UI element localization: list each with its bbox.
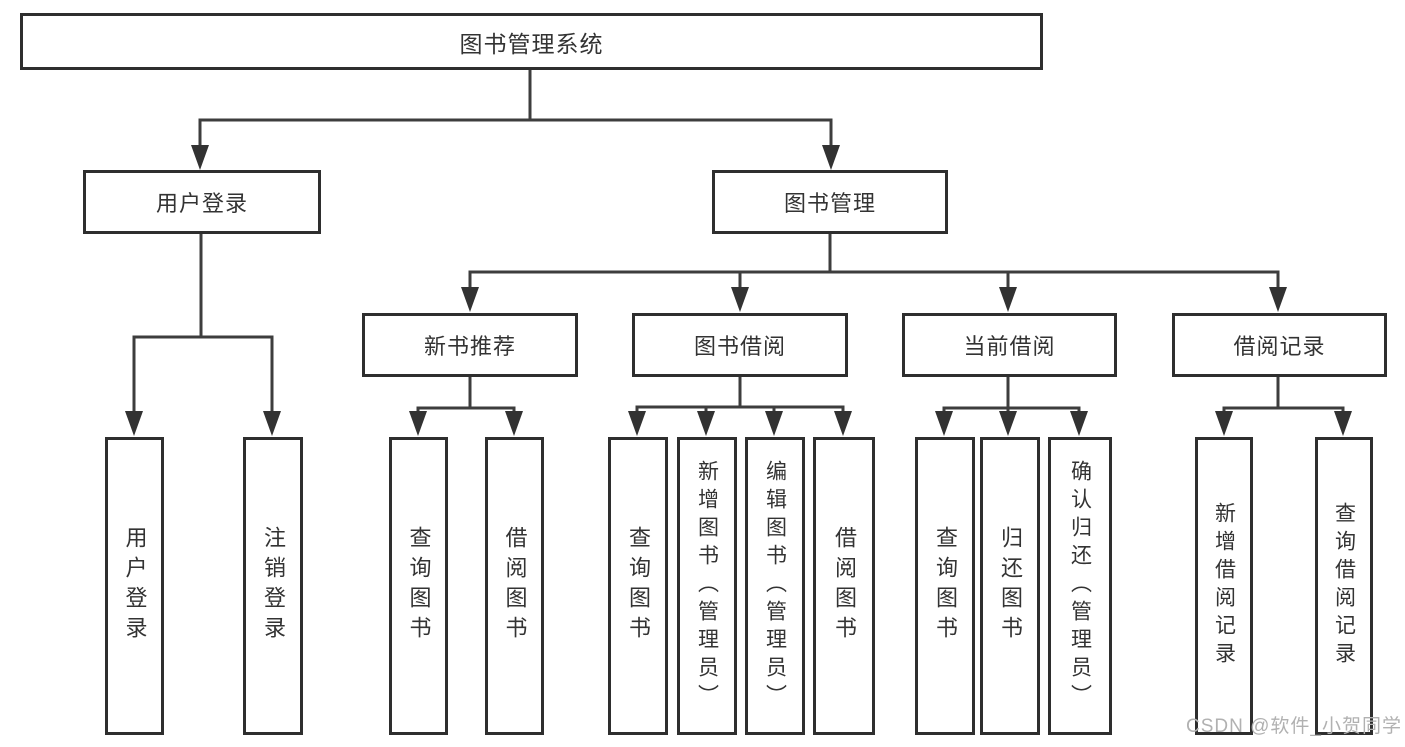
connector-user-login-children [125,232,281,436]
leaf-edit-book-admin: 编辑图书（管理员） [745,437,805,735]
leaf-newbooks-query-books: 查询图书 [389,437,448,735]
node-borrowing-records: 借阅记录 [1172,313,1387,377]
leaf-add-borrow-record: 新增借阅记录 [1195,437,1253,735]
connector-book-borrow-children [628,375,852,436]
connector-book-mgmt-children [461,232,1287,312]
leaf-return-books: 归还图书 [980,437,1040,735]
connector-new-books-children [409,375,523,436]
leaf-newbooks-borrow-books: 借阅图书 [485,437,544,735]
leaf-borrow-books: 借阅图书 [813,437,875,735]
leaf-query-borrow-record: 查询借阅记录 [1315,437,1373,735]
leaf-logout: 注销登录 [243,437,303,735]
leaf-add-book-admin: 新增图书（管理员） [677,437,737,735]
leaf-current-query-books: 查询图书 [915,437,975,735]
node-root-library-system: 图书管理系统 [20,13,1043,70]
connector-borrow-records-children [1215,375,1352,436]
node-current-borrowing: 当前借阅 [902,313,1117,377]
leaf-confirm-return-admin: 确认归还（管理员） [1048,437,1112,735]
connector-root-to-level2 [191,68,840,170]
leaf-borrow-query-books: 查询图书 [608,437,668,735]
node-book-management-branch: 图书管理 [712,170,948,234]
leaf-user-login: 用户登录 [105,437,164,735]
connector-current-borrow-children [935,375,1088,436]
node-user-login-branch: 用户登录 [83,170,321,234]
csdn-watermark: CSDN @软件_小贺同学 [1186,716,1402,737]
node-new-book-recommend: 新书推荐 [362,313,578,377]
node-book-borrowing: 图书借阅 [632,313,848,377]
